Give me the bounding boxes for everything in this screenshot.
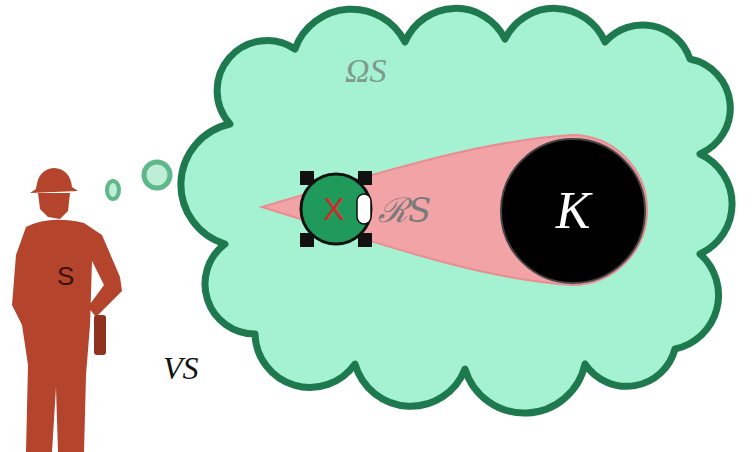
body xyxy=(12,220,122,452)
node-label: ℛS xyxy=(378,193,431,227)
obstacle-disk xyxy=(501,139,645,283)
tool-bag xyxy=(94,315,106,355)
obstacle-circle: K xyxy=(500,138,646,284)
node-label: S xyxy=(57,263,74,289)
person-silhouette: S xyxy=(10,165,130,452)
large-bubble xyxy=(144,162,170,188)
hard-hat xyxy=(30,168,78,193)
space-label: VS xyxy=(163,352,199,384)
robot-body xyxy=(301,174,371,244)
cloud-outline xyxy=(181,8,732,413)
person-silhouette-shape xyxy=(10,165,130,452)
robot-symbol: X xyxy=(298,169,374,249)
robot-sensor xyxy=(357,194,371,224)
small-bubble xyxy=(107,181,119,199)
node-label: ΩS xyxy=(345,54,387,88)
node-label: K xyxy=(556,185,591,237)
person-figure xyxy=(12,168,122,452)
node-label: X xyxy=(323,193,344,225)
teardrop-outline xyxy=(262,135,647,285)
cloud-region: ΩS ℛS X K xyxy=(185,4,740,402)
head xyxy=(38,193,70,219)
